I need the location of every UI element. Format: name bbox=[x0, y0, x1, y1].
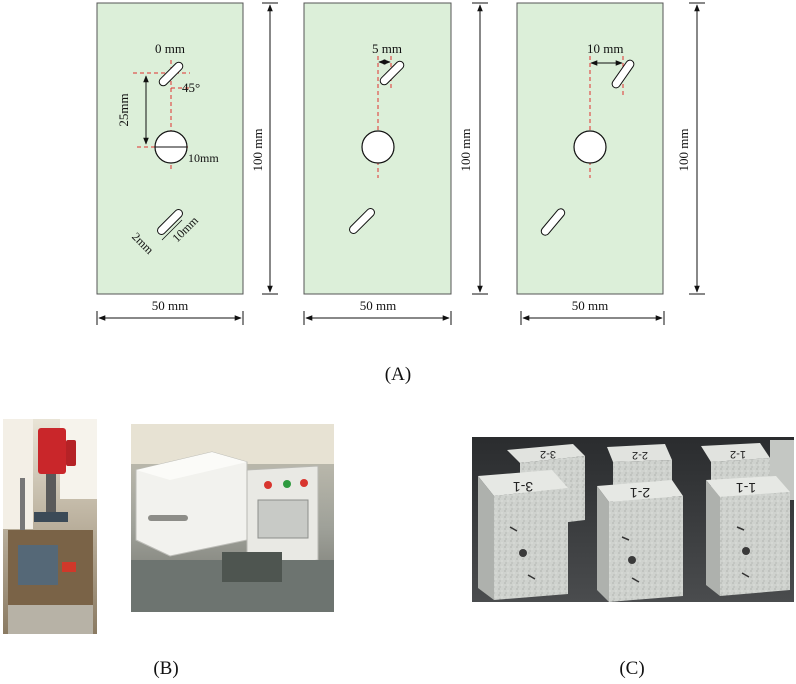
panel-b-caption: (B) bbox=[153, 658, 178, 679]
height-label: 100 mm bbox=[250, 129, 265, 172]
block-hole bbox=[742, 547, 750, 555]
angle-label: 45° bbox=[182, 80, 200, 95]
block-flaw bbox=[631, 577, 640, 583]
drill-press-photo bbox=[3, 419, 97, 634]
block-flaw bbox=[736, 526, 745, 531]
cutting-machine-icon bbox=[135, 451, 319, 573]
stone-block: 3-1 bbox=[478, 470, 568, 600]
drill-press-icon bbox=[20, 428, 76, 530]
block-label: 1-1 bbox=[736, 480, 756, 496]
block-label: 3-1 bbox=[513, 479, 533, 495]
width-label: 50 mm bbox=[572, 298, 608, 313]
panel-c: 3-2 2-2 1-2 3-1 2-1 bbox=[472, 437, 794, 679]
panel-a: 25mm 0 mm 45° 10mm 2mm 10mm 100 mm 50 mm bbox=[96, 2, 705, 385]
block-flaw bbox=[621, 536, 630, 541]
specimen-3: 10 mm 100 mm 50 mm bbox=[516, 2, 705, 325]
width-label: 50 mm bbox=[152, 298, 188, 313]
specimen-2: 5 mm 100 mm 50 mm bbox=[303, 2, 488, 325]
flaw-length-dimension bbox=[161, 219, 183, 241]
width-label: 50 mm bbox=[360, 298, 396, 313]
stone-block: 2-1 bbox=[597, 480, 683, 602]
panel-b: (B) bbox=[3, 419, 334, 679]
block-label: 2-2 bbox=[632, 449, 648, 461]
pre-crack-lower bbox=[540, 208, 566, 236]
cutting-machine-photo bbox=[131, 424, 334, 612]
height-label: 100 mm bbox=[676, 129, 691, 172]
block-label: 2-1 bbox=[630, 485, 650, 501]
distance-label: 25mm bbox=[116, 93, 131, 126]
block-label: 1-2 bbox=[730, 448, 746, 460]
pre-crack-upper bbox=[611, 59, 635, 89]
block-flaw bbox=[741, 572, 750, 578]
pre-crack-lower bbox=[157, 209, 183, 235]
block-flaw bbox=[527, 574, 536, 580]
panel-c-caption: (C) bbox=[619, 658, 644, 679]
specimen-1: 25mm 0 mm 45° 10mm 2mm 10mm 100 mm 50 mm bbox=[96, 2, 278, 325]
indicator-light bbox=[283, 480, 291, 488]
block-label: 3-2 bbox=[540, 448, 556, 460]
circular-hole bbox=[573, 130, 607, 164]
panel-a-caption: (A) bbox=[385, 364, 411, 385]
circular-hole bbox=[361, 130, 395, 164]
height-label: 100 mm bbox=[458, 129, 473, 172]
offset-label: 10 mm bbox=[587, 41, 623, 56]
pre-crack-lower bbox=[349, 208, 375, 234]
offset-label: 0 mm bbox=[155, 41, 185, 56]
stone-block: 1-1 bbox=[706, 476, 790, 596]
offset-label: 5 mm bbox=[372, 41, 402, 56]
block-hole bbox=[628, 556, 636, 564]
block-flaw bbox=[509, 526, 518, 532]
hole-diameter-label: 10mm bbox=[188, 151, 219, 165]
pre-crack-upper bbox=[158, 61, 184, 87]
block-hole bbox=[519, 549, 527, 557]
indicator-light bbox=[264, 481, 272, 489]
pre-crack-upper bbox=[379, 60, 405, 86]
indicator-light bbox=[300, 479, 308, 487]
